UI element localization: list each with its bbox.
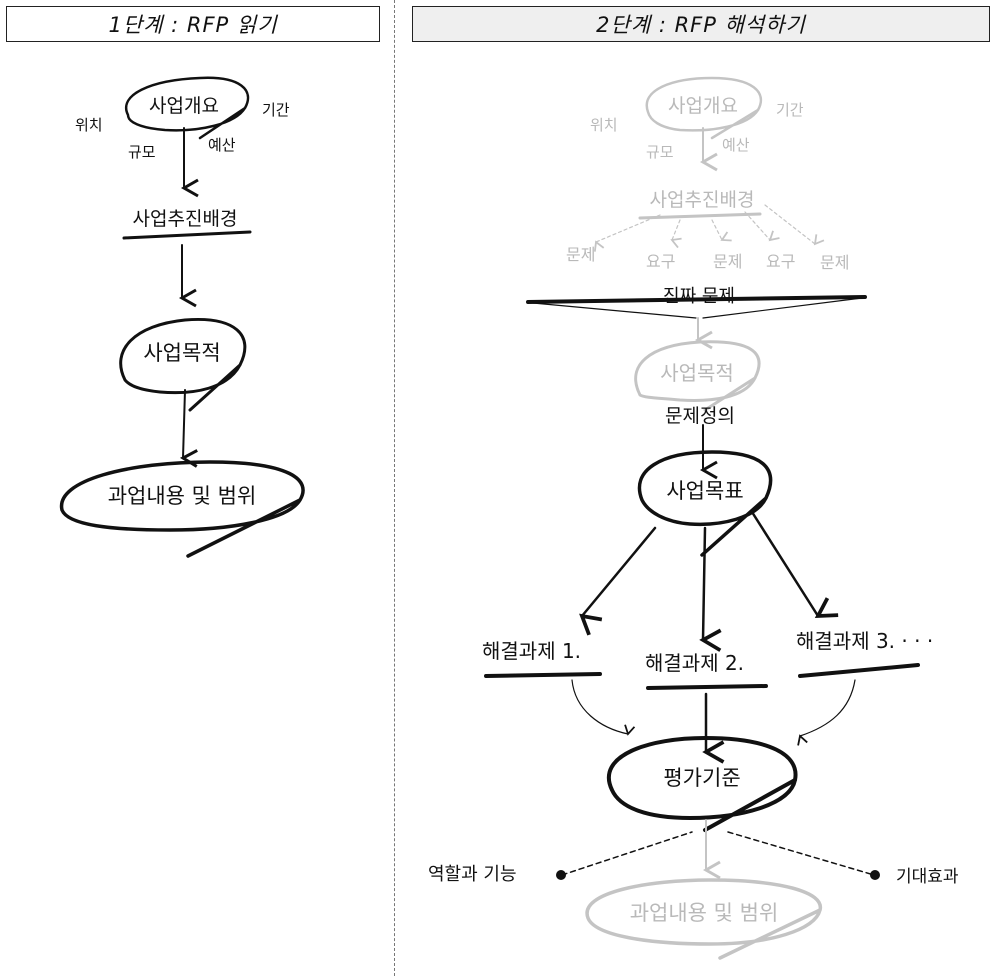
task2-label: 해결과제 2.: [645, 651, 744, 675]
scope-label-gray: 과업내용 및 범위: [630, 901, 779, 925]
branch-arrow-1: [593, 214, 661, 252]
branch-arrow-2: [670, 219, 682, 249]
purpose-ellipse-gray: [634, 340, 761, 412]
task3-underline: [798, 663, 920, 678]
branch-label-3: 문제: [713, 252, 742, 271]
task1-underline: [484, 672, 602, 678]
goal-label: 사업목표: [666, 479, 743, 503]
scale-label: 규모: [128, 143, 156, 161]
branch-label-2: 요구: [646, 252, 675, 271]
real-problem-label: 진짜 문제: [663, 286, 735, 307]
branch-arrows: [593, 204, 825, 252]
budget-label: 예산: [208, 136, 236, 154]
overview-label-gray: 사업개요: [668, 95, 738, 117]
arrow-goal-task1: [579, 526, 657, 636]
branch-label-4: 요구: [766, 252, 795, 271]
criteria-ellipse: [607, 736, 798, 832]
branch-arrow-5: [764, 204, 825, 246]
scope-label: 과업내용 및 범위: [108, 484, 257, 508]
background-underline-gray: [638, 212, 762, 220]
problem-definition-label: 문제정의: [665, 405, 735, 427]
goal-ellipse: [637, 450, 773, 557]
period-label-gray: 기간: [776, 101, 804, 119]
effect-connector: [727, 831, 875, 876]
overview-label: 사업개요: [149, 95, 219, 117]
panel-divider: [394, 0, 395, 976]
scale-label-gray: 규모: [646, 143, 674, 161]
role-label: 역할과 기능: [428, 864, 517, 885]
budget-label-gray: 예산: [722, 136, 750, 154]
location-label: 위치: [75, 116, 103, 134]
background-label: 사업추진배경: [133, 208, 238, 230]
branch-arrow-4: [744, 211, 780, 242]
effect-dot: [870, 870, 880, 880]
arrow-goal-task2: [699, 526, 722, 652]
overview-ellipse-gray: [645, 76, 763, 140]
branch-arrow-3: [711, 219, 732, 242]
stage2-diagram: 사업개요 위치 규모 예산 기간 사업추진배경 문제 요구 문제 요구 문제 진…: [428, 76, 959, 960]
task2-underline: [646, 684, 768, 690]
criteria-label: 평가기준: [663, 766, 740, 790]
arrow-purpose-scope: [179, 389, 198, 468]
stage2-header: 2단계 : RFP 해석하기: [412, 6, 990, 42]
location-label-gray: 위치: [590, 116, 618, 134]
arrow-task3-criteria: [797, 679, 856, 746]
purpose-label: 사업목적: [143, 341, 220, 365]
branch-label-1: 문제: [566, 245, 595, 264]
branch-label-5: 문제: [820, 253, 849, 272]
overview-ellipse: [125, 76, 250, 140]
role-dot: [556, 870, 566, 880]
funnel-bar: [526, 295, 867, 304]
purpose-ellipse: [119, 317, 247, 412]
background-underline: [122, 230, 252, 240]
scope-ellipse-gray: [585, 878, 822, 960]
funnel-right: [702, 297, 863, 319]
arrow-goal-task3: [750, 510, 839, 619]
task3-label: 해결과제 3. · · ·: [796, 629, 933, 653]
stage1-header: 1단계 : RFP 읽기: [6, 6, 380, 42]
role-connector: [561, 831, 693, 876]
arrow-task1-criteria: [571, 679, 636, 736]
purpose-label-gray: 사업목적: [660, 361, 734, 385]
funnel-left: [532, 302, 697, 319]
scope-ellipse: [59, 460, 305, 558]
effect-label: 기대효과: [896, 867, 959, 887]
stage1-diagram: 사업개요 위치 규모 예산 기간 사업추진배경 사업목적 과업내용 및 범위: [59, 76, 305, 558]
task1-label: 해결과제 1.: [482, 639, 581, 663]
background-label-gray: 사업추진배경: [650, 189, 755, 211]
period-label: 기간: [262, 101, 290, 119]
